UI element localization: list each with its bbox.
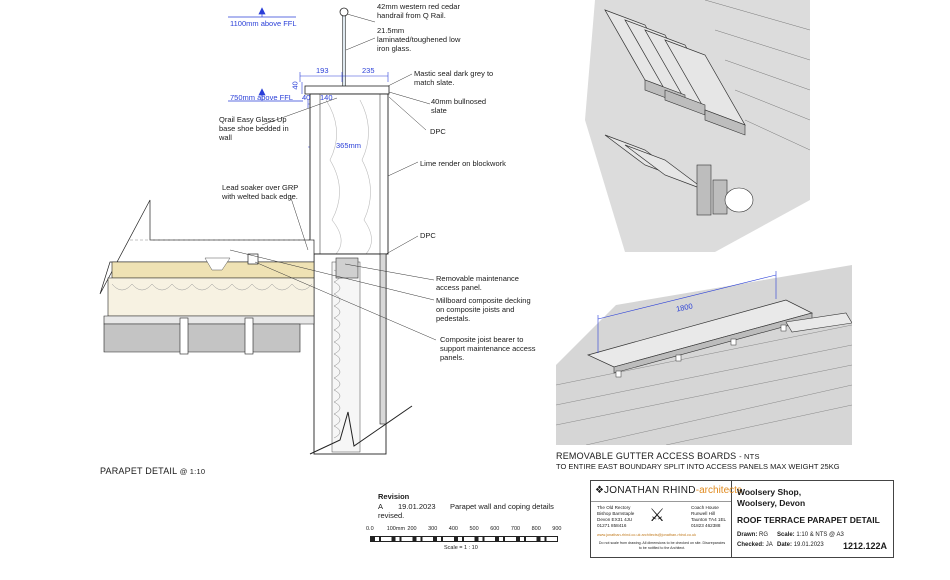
project-line-1: Woolsery Shop, <box>737 487 802 497</box>
scale-label: Scale: <box>777 532 795 538</box>
note-dpc-top: DPC <box>430 127 446 136</box>
note-render: Lime render on blockwork <box>420 159 506 168</box>
scale-tick-label: 800 <box>531 526 541 532</box>
drawing-number: 1212.122A <box>843 541 888 551</box>
dimension-235: 235 <box>362 66 375 75</box>
date-label: Date: <box>777 542 793 548</box>
drawn-label: Drawn: <box>737 532 758 538</box>
note-soaker: Lead soaker over GRP with welted back ed… <box>222 183 299 201</box>
gutter-boards-3d-view <box>556 265 852 445</box>
drawn-value: RG <box>759 532 769 538</box>
scale-bar-graphic <box>370 536 558 542</box>
scale-tick-label: 0.0 <box>366 526 374 532</box>
revision-heading: Revision <box>378 492 410 501</box>
office-address-line: Coach House <box>691 505 719 510</box>
note-dpc-mid: DPC <box>420 231 436 240</box>
dimension-193: 193 <box>316 66 329 75</box>
checked-value: JA <box>765 542 773 548</box>
handrail-level-label: 1100mm above FFL <box>230 19 297 28</box>
project-line-2: Woolsery, Devon <box>737 498 806 508</box>
scale-row: Scale: 1:10 & NTS @ A3 <box>777 532 844 538</box>
note-glass: 21.5mm laminated/toughened low iron glas… <box>377 26 461 53</box>
revision-description: Parapet wall and coping details <box>450 502 554 511</box>
gutter-subcaption: TO ENTIRE EAST BOUNDARY SPLIT INTO ACCES… <box>556 462 840 471</box>
checked-label: Checked: <box>737 542 765 548</box>
office-address-line: 01271 858416 <box>597 523 627 528</box>
dimension-40: 40 <box>302 93 311 102</box>
drawn-row: Drawn: RG <box>737 532 768 538</box>
note-panel: Removable maintenance access panel. <box>436 274 519 292</box>
revision-date: 19.01.2023 <box>398 502 436 511</box>
scale-tick-label: 300 <box>428 526 438 532</box>
gutter-caption-suffix: - NTS <box>739 452 760 461</box>
date-row: Date: 19.01.2023 <box>777 542 824 548</box>
firm-separator: - <box>695 485 700 496</box>
checked-row: Checked: JA <box>737 542 773 548</box>
revision-status: revised. <box>378 511 405 520</box>
upstand-level-label: 750mm above FFL <box>230 93 293 102</box>
office-address-line: The Old Rectory <box>597 505 631 510</box>
firm-emblem-icon: ❖ <box>595 485 604 496</box>
gutter-caption: REMOVABLE GUTTER ACCESS BOARDS - NTS <box>556 451 760 461</box>
firm-crest-icon: ⚔ <box>649 505 666 525</box>
office-address-line: Runwell Hill <box>691 511 715 516</box>
note-bearer: Composite joist bearer to support mainte… <box>440 335 536 362</box>
dimension-40-vertical: 40 <box>290 81 300 90</box>
title-block-divider <box>731 481 732 557</box>
parapet-caption-scale: @ 1:10 <box>179 467 206 476</box>
revision-letter: A <box>378 502 384 511</box>
title-block-hdivider <box>591 501 731 502</box>
parapet-caption: PARAPET DETAIL @ 1:10 <box>100 466 205 476</box>
scale-bar-label: Scale = 1 : 10 <box>444 545 478 551</box>
dimension-140: 140 <box>320 93 333 102</box>
note-decking: Millboard composite decking on composite… <box>436 296 531 323</box>
firm-logo: ❖JONATHAN RHIND-architects <box>595 485 742 496</box>
title-block: ❖JONATHAN RHIND-architects The Old Recto… <box>590 480 894 558</box>
gutter-caption-title: REMOVABLE GUTTER ACCESS BOARDS <box>556 451 737 461</box>
office-address-line: Bishop Barnstaple <box>597 511 635 516</box>
firm-contact: www.jonathan-rhind.co.uk architects@jona… <box>597 533 697 537</box>
office-address-line: Devon EX31 4JU <box>597 517 633 522</box>
parapet-caption-title: PARAPET DETAIL <box>100 466 177 476</box>
scale-tick-label: 400 <box>448 526 458 532</box>
firm-disclaimer: Do not scale from drawing. All dimension… <box>598 541 726 550</box>
scale-value: 1:10 & NTS @ A3 <box>796 532 844 538</box>
scale-tick-label: 200 <box>407 526 417 532</box>
note-handrail: 42mm western red cedar handrail from Q R… <box>377 2 460 20</box>
firm-name: JONATHAN RHIND <box>603 485 696 496</box>
firm-suffix: architects <box>699 485 742 496</box>
scale-tick-label: 700 <box>510 526 521 532</box>
dimension-365: 365mm <box>336 141 362 150</box>
scale-tick-label: 500 <box>469 526 479 532</box>
scale-tick-label: 600 <box>490 526 500 532</box>
office-address-line: Taunton TA4 1EL <box>691 517 727 522</box>
note-base-shoe: Qrail Easy Glass Up base shoe bedded in … <box>219 115 289 142</box>
parapet-detail-drawing <box>99 7 437 455</box>
date-value: 19.01.2023 <box>793 542 824 548</box>
scale-tick-label: 100mm <box>386 526 406 532</box>
scale-tick-label: 900 <box>552 526 562 532</box>
note-mastic: Mastic seal dark grey to match slate. <box>414 69 494 87</box>
note-slate: 40mm bullnosed slate <box>431 97 487 115</box>
office-address-line: 01823 462388 <box>691 523 721 528</box>
drawing-title: ROOF TERRACE PARAPET DETAIL <box>737 515 880 525</box>
decking-3d-view-top <box>585 0 815 252</box>
